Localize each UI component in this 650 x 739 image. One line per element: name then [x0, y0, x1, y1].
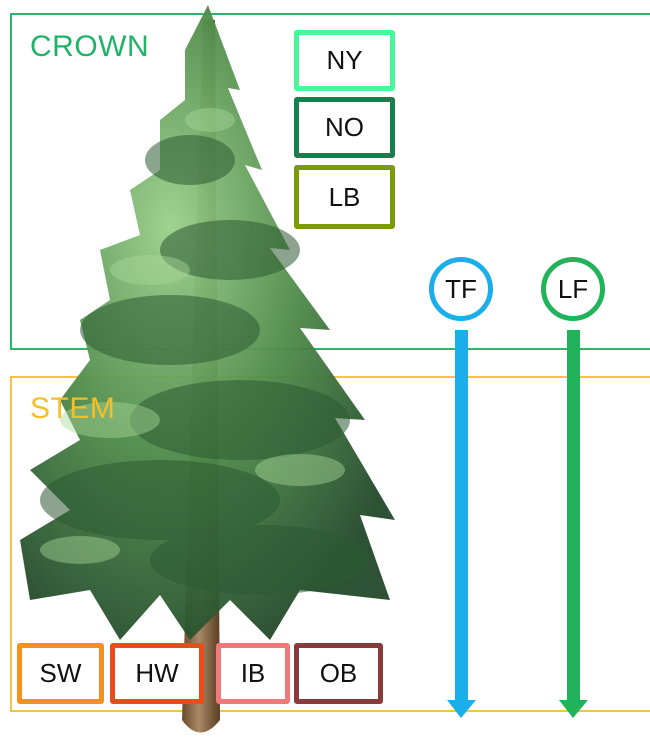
conifer-tree-image	[20, 5, 395, 733]
flow-circle-lf: LF	[541, 257, 605, 321]
stem-box-ob: OB	[294, 643, 383, 704]
crown-box-no: NO	[294, 97, 395, 158]
stem-box-hw-label: HW	[135, 658, 179, 688]
stem-box-sw-label: SW	[39, 658, 82, 688]
stem-box-ib-label: IB	[240, 658, 266, 688]
crown-box-ny: NY	[294, 30, 395, 91]
crown-box-lb-label: LB	[328, 181, 361, 212]
stem-box-sw: SW	[17, 643, 104, 704]
stem-box-ib: IB	[216, 643, 290, 704]
tf-arrow	[447, 330, 476, 718]
crown-box-ny-label: NY	[326, 45, 363, 75]
crown-box-lb: LB	[294, 165, 395, 229]
lf-arrow	[559, 330, 588, 718]
stem-box-ob-label: OB	[319, 658, 358, 688]
stem-box-hw: HW	[110, 643, 204, 704]
crown-box-no-label: NO	[325, 112, 364, 142]
crown-label: CROWN	[30, 30, 150, 63]
flow-circle-lf-label: LF	[557, 273, 589, 304]
stem-label: STEM	[30, 392, 116, 425]
flow-circle-tf-label: TF	[445, 273, 477, 304]
crown-region-frame	[10, 13, 650, 350]
flow-circle-tf: TF	[429, 257, 493, 321]
